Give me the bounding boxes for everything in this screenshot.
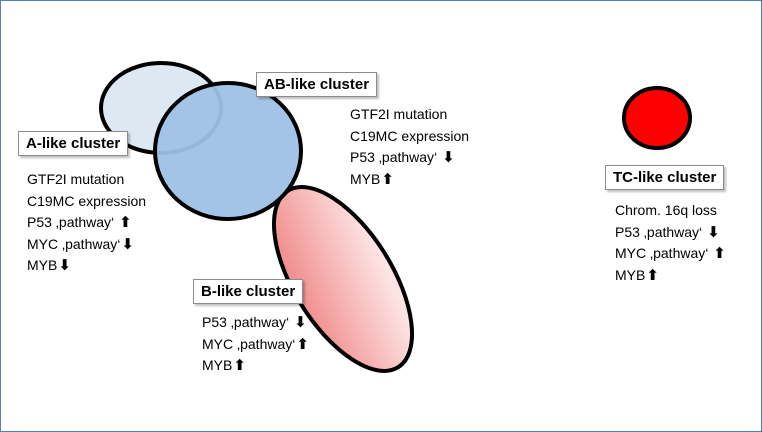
tc-like-cluster-label: TC-like cluster bbox=[605, 165, 725, 190]
up-arrow-icon: ⬆ bbox=[119, 213, 132, 231]
up-arrow-icon: ⬆ bbox=[233, 356, 246, 374]
a-like-cluster-label: A-like cluster bbox=[18, 131, 129, 156]
down-arrow-icon: ⬇ bbox=[121, 234, 134, 253]
feature-item: MYB⬇ bbox=[27, 256, 71, 274]
tc-like-circle bbox=[622, 86, 692, 150]
down-arrow-icon: ⬇ bbox=[58, 256, 71, 274]
feature-item: P53 ‚pathway‘ ⬇ bbox=[350, 148, 455, 166]
a-like-feature-list: GTF2I mutation C19MC expression P53 ‚pat… bbox=[27, 169, 146, 277]
feature-item: MYC ‚pathway‘ ⬆ bbox=[615, 244, 726, 262]
feature-item: MYB⬆ bbox=[350, 169, 394, 188]
up-arrow-icon: ⬆ bbox=[296, 334, 309, 353]
up-arrow-icon: ⬆ bbox=[646, 265, 659, 284]
feature-item: Chrom. 16q loss bbox=[615, 202, 717, 218]
tc-like-feature-list: Chrom. 16q loss P53 ‚pathway‘ ⬇ MYC ‚pat… bbox=[615, 200, 726, 286]
feature-item: P53 ‚pathway‘ ⬆ bbox=[27, 213, 132, 231]
ab-like-ellipse bbox=[153, 81, 303, 221]
b-like-feature-list: P53 ‚pathway‘ ⬇ MYC ‚pathway‘⬆ MYB⬆ bbox=[202, 312, 309, 377]
feature-item: P53 ‚pathway‘ ⬇ bbox=[615, 222, 720, 241]
b-like-cluster-label: B-like cluster bbox=[193, 279, 304, 304]
up-arrow-icon: ⬆ bbox=[713, 244, 726, 262]
feature-item: MYC ‚pathway‘⬇ bbox=[27, 234, 134, 253]
feature-item: MYC ‚pathway‘⬆ bbox=[202, 334, 309, 353]
feature-item: P53 ‚pathway‘ ⬇ bbox=[202, 313, 307, 331]
ab-like-cluster-label: AB-like cluster bbox=[256, 72, 378, 97]
feature-item: GTF2I mutation bbox=[350, 106, 448, 122]
down-arrow-icon: ⬇ bbox=[294, 313, 307, 331]
down-arrow-icon: ⬇ bbox=[707, 222, 720, 241]
feature-item: MYB⬆ bbox=[615, 265, 659, 284]
feature-item: C19MC expression bbox=[27, 192, 147, 209]
feature-item: MYB⬆ bbox=[202, 356, 246, 374]
down-arrow-icon: ⬇ bbox=[442, 148, 455, 166]
ab-like-feature-list: GTF2I mutation C19MC expression P53 ‚pat… bbox=[350, 104, 469, 190]
feature-item: GTF2I mutation bbox=[27, 171, 125, 187]
up-arrow-icon: ⬆ bbox=[381, 169, 394, 188]
feature-item: C19MC expression bbox=[350, 127, 470, 144]
